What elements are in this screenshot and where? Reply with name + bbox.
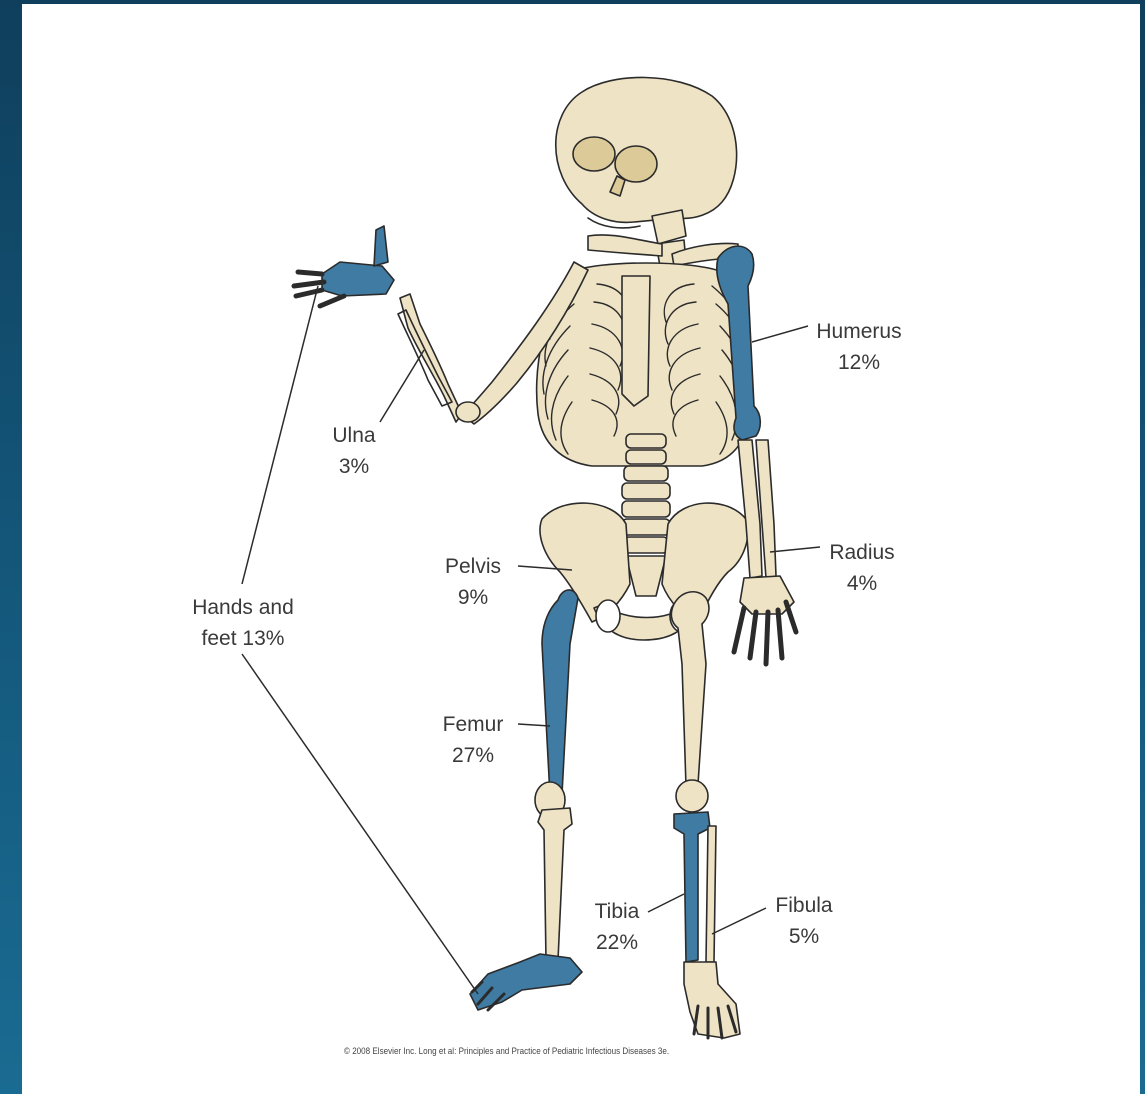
label-fibula: Fibula 5% <box>762 890 846 952</box>
right-fibula <box>706 826 716 962</box>
leader-humerus <box>752 326 808 342</box>
right-hand <box>734 576 796 664</box>
leader-ulna <box>380 350 424 422</box>
diagram-panel: Humerus 12% Ulna 3% Radius 4% Pelvis 9% … <box>22 4 1140 1094</box>
left-hand <box>294 226 394 306</box>
label-pelvis: Pelvis 9% <box>430 551 516 613</box>
left-knee-tibia <box>535 782 572 960</box>
copyright-credit: © 2008 Elsevier Inc. Long et al: Princip… <box>344 1046 669 1057</box>
skull <box>556 77 737 227</box>
leader-fibula <box>712 908 766 934</box>
right-foot <box>684 962 740 1038</box>
skeleton-figure <box>22 4 1140 1094</box>
label-radius: Radius 4% <box>814 537 910 599</box>
leader-tibia <box>648 894 684 912</box>
leader-radius <box>770 547 820 552</box>
left-femur <box>542 590 578 796</box>
label-ulna: Ulna 3% <box>318 420 390 482</box>
label-humerus: Humerus 12% <box>804 316 914 378</box>
label-tibia: Tibia 22% <box>582 896 652 958</box>
label-hands-and-feet: Hands and feet 13% <box>168 592 318 654</box>
label-femur: Femur 27% <box>430 709 516 771</box>
right-femur <box>671 592 709 812</box>
right-tibia <box>674 812 710 962</box>
leader-femur <box>518 724 550 726</box>
leader-hands <box>242 286 318 584</box>
right-forearm <box>738 440 776 578</box>
left-foot <box>470 954 582 1010</box>
leader-feet <box>242 654 478 994</box>
